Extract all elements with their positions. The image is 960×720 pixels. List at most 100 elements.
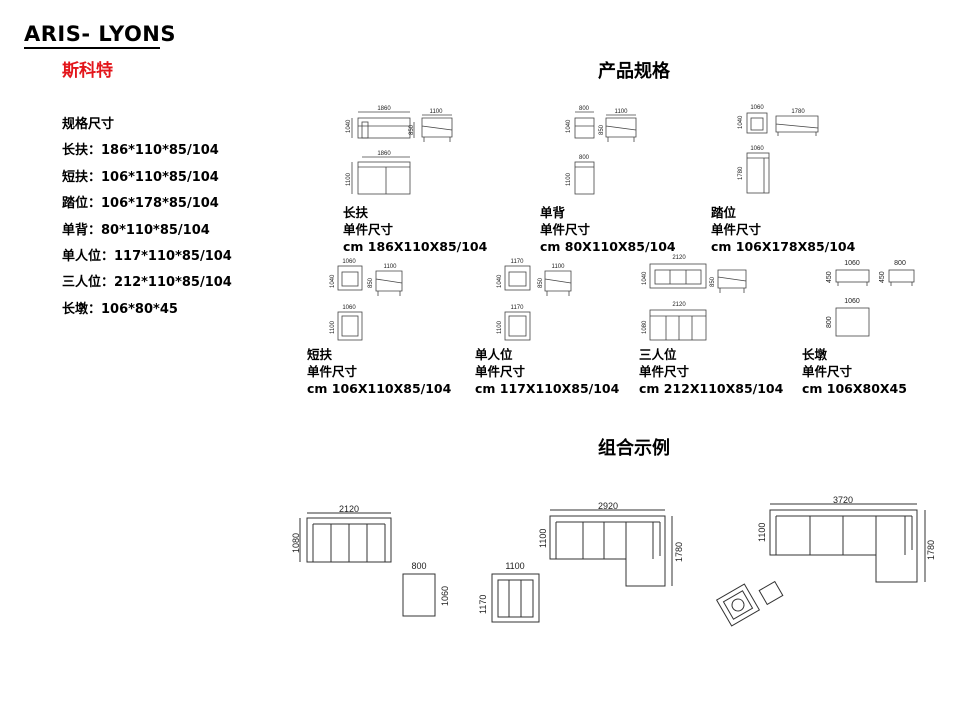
product-name: 三人位	[639, 347, 677, 362]
svg-text:3720: 3720	[833, 495, 853, 505]
svg-text:1060: 1060	[750, 105, 764, 111]
spec-list: 规格尺寸 长扶：186*110*85/104 短扶：106*110*85/104…	[62, 112, 232, 323]
svg-text:1060: 1060	[342, 305, 356, 311]
example-b: 2920 1100 1780 1100 1170	[478, 501, 684, 623]
svg-text:850: 850	[538, 277, 544, 288]
svg-text:850: 850	[710, 276, 716, 287]
svg-text:800: 800	[579, 106, 590, 112]
drawing-three-seat: 2120 1040 850 2120 1080	[642, 255, 747, 341]
svg-text:1100: 1100	[497, 320, 503, 334]
svg-text:1780: 1780	[674, 542, 684, 562]
spec-line: 单人位：117*110*85/104	[62, 249, 232, 265]
drawing-long-arm: 1860 1040 850 1100 1860 1100	[346, 106, 453, 195]
example-c: 3720 1100 1780	[715, 495, 936, 627]
product-name: 单背	[540, 205, 566, 220]
svg-text:1040: 1040	[497, 274, 503, 288]
product-caption-single-back: 单背 单件尺寸 cm 80X110X85/104	[540, 204, 676, 255]
product-caption-long-arm: 长扶 单件尺寸 cm 186X110X85/104	[343, 204, 487, 255]
svg-text:850: 850	[409, 124, 415, 135]
spec-title: 规格尺寸	[62, 117, 115, 132]
svg-text:800: 800	[411, 561, 426, 571]
svg-text:1040: 1040	[642, 271, 648, 285]
svg-text:850: 850	[368, 277, 374, 288]
spec-line: 短扶：106*110*85/104	[62, 169, 219, 185]
svg-text:1060: 1060	[844, 298, 860, 305]
products-section-title: 产品规格	[598, 61, 670, 82]
product-unit-label: 单件尺寸	[639, 364, 690, 379]
product-size: cm 106X110X85/104	[307, 381, 452, 396]
product-name: 单人位	[475, 347, 513, 362]
svg-text:1170: 1170	[511, 305, 525, 311]
spec-line: 三人位：212*110*85/104	[62, 275, 232, 291]
svg-text:1080: 1080	[642, 320, 648, 334]
svg-text:1100: 1100	[615, 109, 629, 115]
svg-text:800: 800	[579, 155, 590, 161]
svg-text:1100: 1100	[538, 529, 548, 548]
svg-text:1100: 1100	[430, 109, 444, 115]
svg-text:2920: 2920	[598, 501, 618, 511]
spec-line: 单背：80*110*85/104	[62, 222, 210, 238]
svg-text:1860: 1860	[377, 106, 391, 112]
svg-text:450: 450	[826, 271, 833, 283]
product-unit-label: 单件尺寸	[802, 364, 853, 379]
svg-text:1040: 1040	[346, 119, 352, 133]
product-unit-label: 单件尺寸	[475, 364, 526, 379]
spec-line: 长墩：106*80*45	[62, 301, 178, 317]
drawing-short-arm: 1060 1040 850 1100 1060 1100	[330, 259, 403, 341]
product-name: 短扶	[307, 347, 333, 362]
product-unit-label: 单件尺寸	[343, 222, 394, 237]
svg-text:1780: 1780	[926, 540, 936, 560]
product-size: cm 212X110X85/104	[639, 381, 784, 396]
product-size: cm 106X80X45	[802, 381, 907, 396]
product-unit-label: 单件尺寸	[307, 364, 358, 379]
product-caption-ottoman: 长墩 单件尺寸 cm 106X80X45	[802, 346, 907, 397]
svg-text:1060: 1060	[440, 586, 450, 606]
brand-title: ARIS- LYONS	[24, 22, 177, 46]
svg-text:1060: 1060	[342, 259, 356, 265]
svg-text:1780: 1780	[738, 166, 744, 180]
drawing-ottoman: 1060 450 450 800 1060 800	[826, 260, 915, 337]
product-series-name: 斯科特	[62, 61, 113, 81]
drawing-chaise: 1060 1040 1780 1060 1780	[738, 105, 819, 194]
svg-text:1100: 1100	[566, 172, 572, 186]
svg-text:800: 800	[894, 260, 906, 267]
brand-underline	[24, 47, 160, 49]
svg-text:2120: 2120	[672, 255, 686, 261]
drawing-single-back: 800 1040 850 1100 800 1100	[566, 106, 637, 195]
svg-text:800: 800	[826, 316, 833, 328]
example-a: 2120 1080 800 1060	[291, 504, 450, 617]
svg-text:1100: 1100	[757, 523, 767, 542]
svg-text:1860: 1860	[377, 151, 391, 157]
svg-text:1040: 1040	[566, 119, 572, 133]
product-caption-three-seat: 三人位 单件尺寸 cm 212X110X85/104	[639, 346, 783, 397]
product-caption-single-seat: 单人位 单件尺寸 cm 117X110X85/104	[475, 346, 619, 397]
svg-text:1040: 1040	[330, 274, 336, 288]
product-size: cm 106X178X85/104	[711, 239, 856, 254]
svg-text:450: 450	[879, 271, 886, 283]
svg-text:1170: 1170	[511, 259, 525, 265]
svg-text:1170: 1170	[478, 595, 488, 614]
svg-text:1100: 1100	[346, 172, 352, 186]
product-unit-label: 单件尺寸	[540, 222, 591, 237]
product-size: cm 80X110X85/104	[540, 239, 676, 254]
svg-text:2120: 2120	[672, 302, 686, 308]
product-caption-chaise: 踏位 单件尺寸 cm 106X178X85/104	[711, 204, 855, 255]
drawing-single-seat: 1170 1040 850 1100 1170 1100	[497, 259, 572, 341]
svg-text:1100: 1100	[384, 264, 398, 270]
svg-text:1100: 1100	[552, 264, 566, 270]
product-unit-label: 单件尺寸	[711, 222, 762, 237]
svg-text:1100: 1100	[330, 320, 336, 334]
svg-text:2120: 2120	[339, 504, 359, 514]
spec-line: 踏位：106*178*85/104	[62, 196, 219, 212]
product-caption-short-arm: 短扶 单件尺寸 cm 106X110X85/104	[307, 346, 451, 397]
svg-text:1060: 1060	[750, 146, 764, 152]
product-size: cm 186X110X85/104	[343, 239, 488, 254]
product-name: 踏位	[711, 205, 737, 220]
product-size: cm 117X110X85/104	[475, 381, 620, 396]
svg-text:1100: 1100	[505, 561, 524, 571]
product-name: 长墩	[802, 347, 828, 362]
svg-text:850: 850	[599, 124, 605, 135]
svg-text:1080: 1080	[291, 533, 301, 553]
spec-line: 长扶：186*110*85/104	[62, 143, 219, 159]
